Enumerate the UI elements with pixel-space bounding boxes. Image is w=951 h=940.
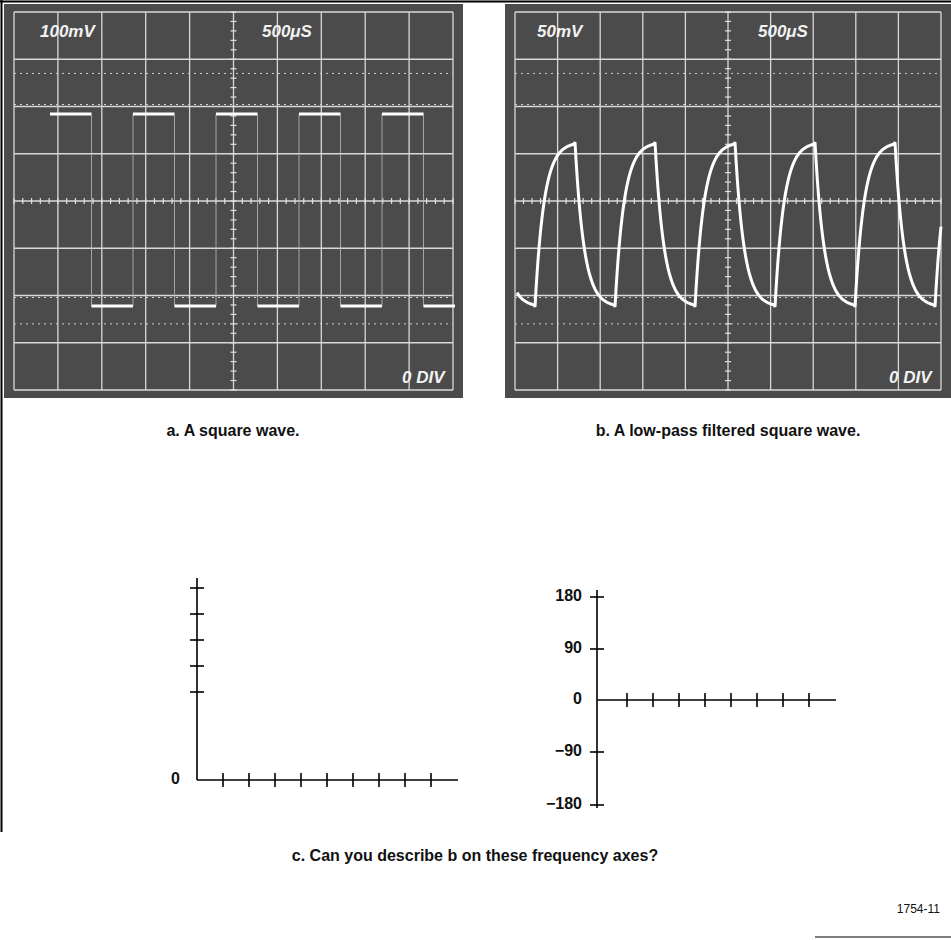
axis-value: 90 [564,639,582,657]
scope-readout: 50mV [537,22,582,42]
axis-value: 180 [555,587,582,605]
oscilloscope-screen: 100mV 500μS 0 DIV [4,4,463,398]
axis-value: 0 [573,690,582,708]
scope-readout: 0 DIV [402,368,445,388]
figure-caption: c. Can you describe b on these frequency… [292,847,658,865]
axis-value: 0 [171,770,180,788]
figure-caption: a. A square wave. [166,422,299,440]
scope-readout: 0 DIV [889,368,932,388]
scope-readout: 100mV [40,22,95,42]
scope-readout: 500μS [758,22,808,42]
waveform-trace [505,4,951,398]
oscilloscope-screen: 50mV 500μS 0 DIV [505,4,951,398]
axis-value: −90 [555,742,582,760]
axis-value: −180 [546,795,582,813]
waveform-trace [4,4,463,398]
figure-caption: b. A low-pass filtered square wave. [596,422,861,440]
figure-number: 1754-11 [897,902,940,916]
scope-readout: 500μS [262,22,312,42]
